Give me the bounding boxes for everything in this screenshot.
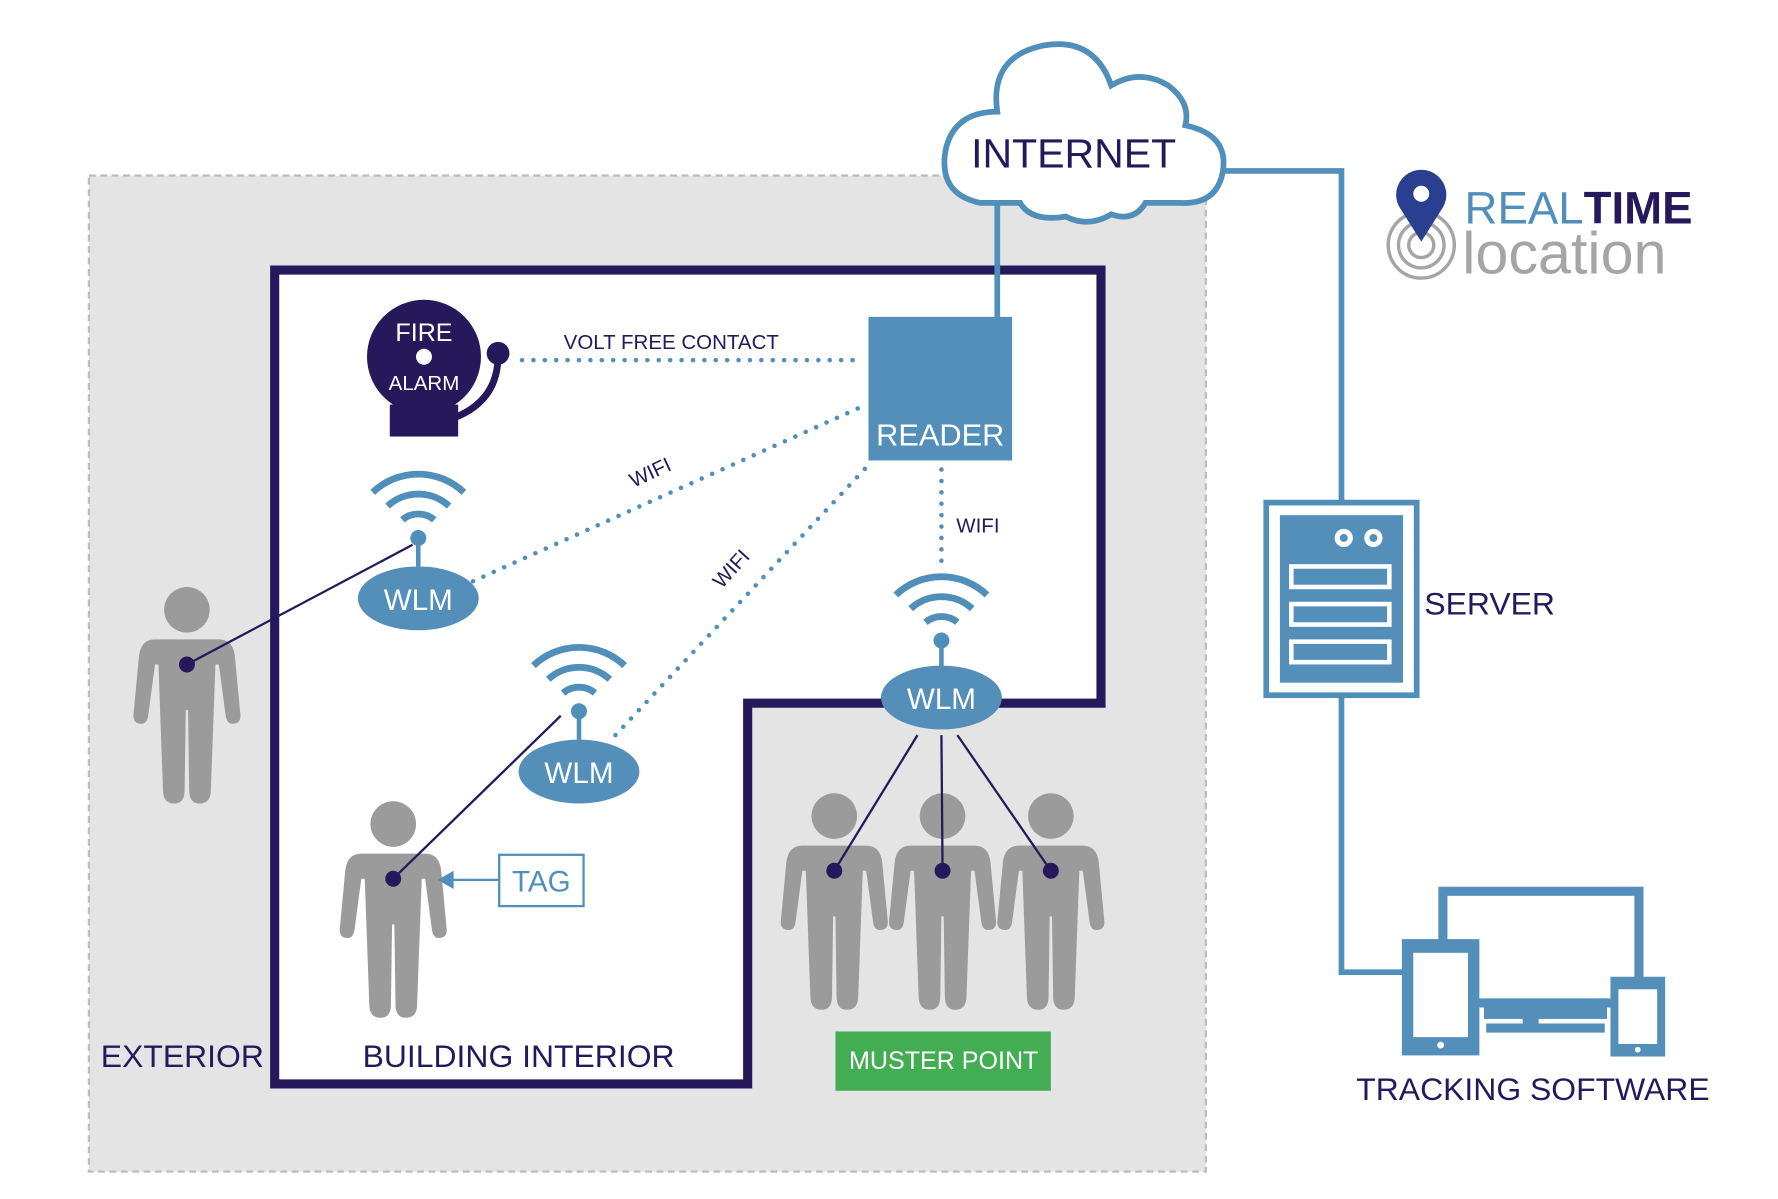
tracking-software-label: TRACKING SOFTWARE: [1356, 1071, 1709, 1107]
logo-time: TIME: [1584, 182, 1693, 233]
wlm-2: WLM: [518, 647, 640, 804]
server-icon: [1263, 499, 1420, 699]
tag-label: TAG: [512, 865, 571, 898]
muster-point-label: MUSTER POINT: [849, 1047, 1038, 1075]
wlm-1: WLM: [357, 474, 479, 631]
internet-server-line: [1219, 168, 1345, 504]
wlm-label: WLM: [907, 683, 976, 716]
realtime-location-logo: REALTIME location: [1386, 169, 1693, 287]
server-label: SERVER: [1424, 585, 1555, 621]
exterior-label: EXTERIOR: [101, 1038, 264, 1074]
internet-label: INTERNET: [971, 131, 1176, 177]
logo-location: location: [1462, 220, 1666, 287]
muster-point-badge: MUSTER POINT: [835, 1031, 1051, 1091]
fire-label: FIRE: [395, 319, 452, 347]
wlm-3: WLM: [881, 577, 1002, 730]
wlm-label: WLM: [544, 757, 613, 790]
tracking-software-devices-icon: [1401, 886, 1666, 1057]
wifi-link-2: [613, 462, 871, 738]
server-software-line: [1338, 695, 1405, 976]
alarm-label: ALARM: [389, 372, 460, 395]
wlm-label: WLM: [384, 584, 453, 617]
tag-links: [178, 543, 1059, 887]
fire-alarm: FIRE ALARM: [367, 299, 510, 437]
svg-text:REALTIME: REALTIME: [1465, 182, 1693, 233]
building-interior-label: BUILDING INTERIOR: [363, 1038, 675, 1074]
reader-label: READER: [876, 418, 1004, 453]
wifi-label-3: WIFI: [956, 514, 999, 537]
volt-free-contact-label: VOLT FREE CONTACT: [564, 331, 780, 354]
logo-real: REAL: [1465, 182, 1584, 233]
reader: READER: [868, 316, 1013, 461]
internet-cloud: INTERNET: [941, 41, 1227, 225]
tag-callout: TAG: [437, 853, 585, 908]
